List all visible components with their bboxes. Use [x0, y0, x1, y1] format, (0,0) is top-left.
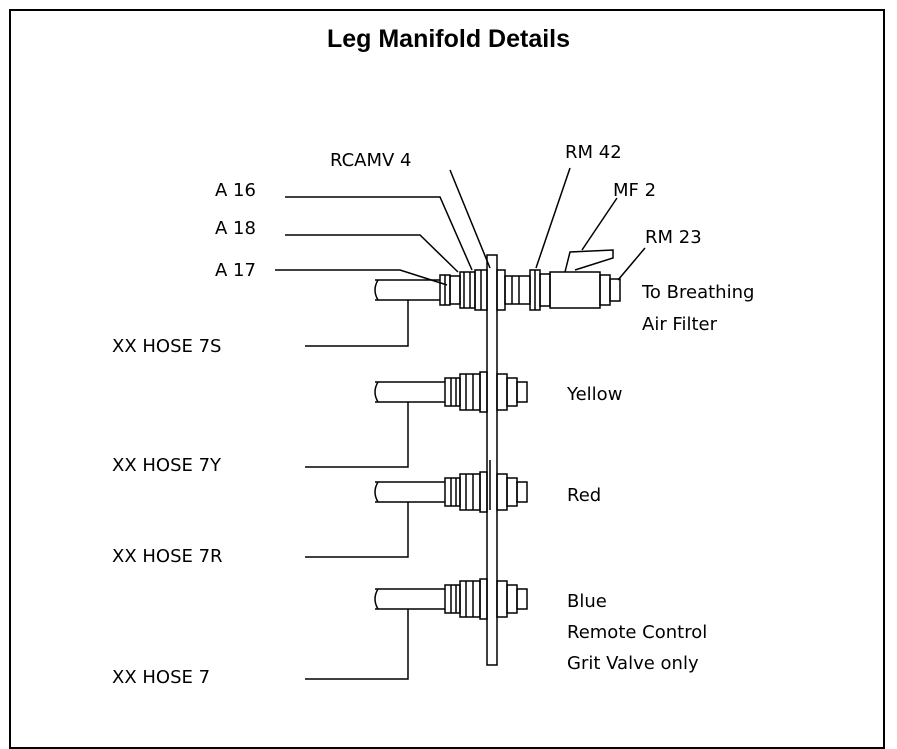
label-a18: A 18	[215, 218, 256, 239]
label-remote-control: Remote Control	[567, 622, 707, 643]
label-hose-7r: XX HOSE 7R	[112, 546, 223, 567]
label-air-filter: Air Filter	[642, 314, 718, 335]
leader-a17	[275, 269, 448, 286]
leader-hose-7y	[305, 402, 409, 468]
hose-row-red	[374, 471, 528, 513]
hose-row-blue	[374, 578, 528, 620]
label-to-breathing: To Breathing	[641, 282, 754, 303]
page-title: Leg Manifold Details	[326, 25, 571, 53]
leader-hose-7s	[305, 300, 409, 347]
label-hose-7s: XX HOSE 7S	[112, 336, 222, 357]
leader-a16	[285, 196, 473, 271]
leader-hose-7	[305, 609, 409, 680]
label-hose-7y: XX HOSE 7Y	[112, 455, 222, 476]
hose-row-yellow	[374, 371, 528, 413]
label-mf2: MF 2	[613, 180, 656, 201]
label-rm23: RM 23	[645, 227, 702, 248]
label-rm42: RM 42	[565, 142, 622, 163]
leader-rcamv4	[449, 169, 491, 269]
leader-rm23	[617, 247, 646, 281]
label-red: Red	[567, 485, 601, 506]
label-a17: A 17	[215, 260, 256, 281]
leader-rm42	[535, 167, 571, 269]
label-hose-7: XX HOSE 7	[112, 667, 210, 688]
label-a16: A 16	[215, 180, 256, 201]
label-rcamv4: RCAMV 4	[330, 150, 412, 171]
manifold-plate	[486, 254, 498, 666]
leader-mf2	[581, 197, 618, 251]
leader-hose-7r	[305, 502, 409, 558]
label-grit-valve: Grit Valve only	[567, 653, 699, 674]
label-blue: Blue	[567, 591, 607, 612]
leader-a18	[285, 234, 459, 273]
label-yellow: Yellow	[566, 384, 622, 405]
hose-row-breathing	[374, 249, 621, 311]
